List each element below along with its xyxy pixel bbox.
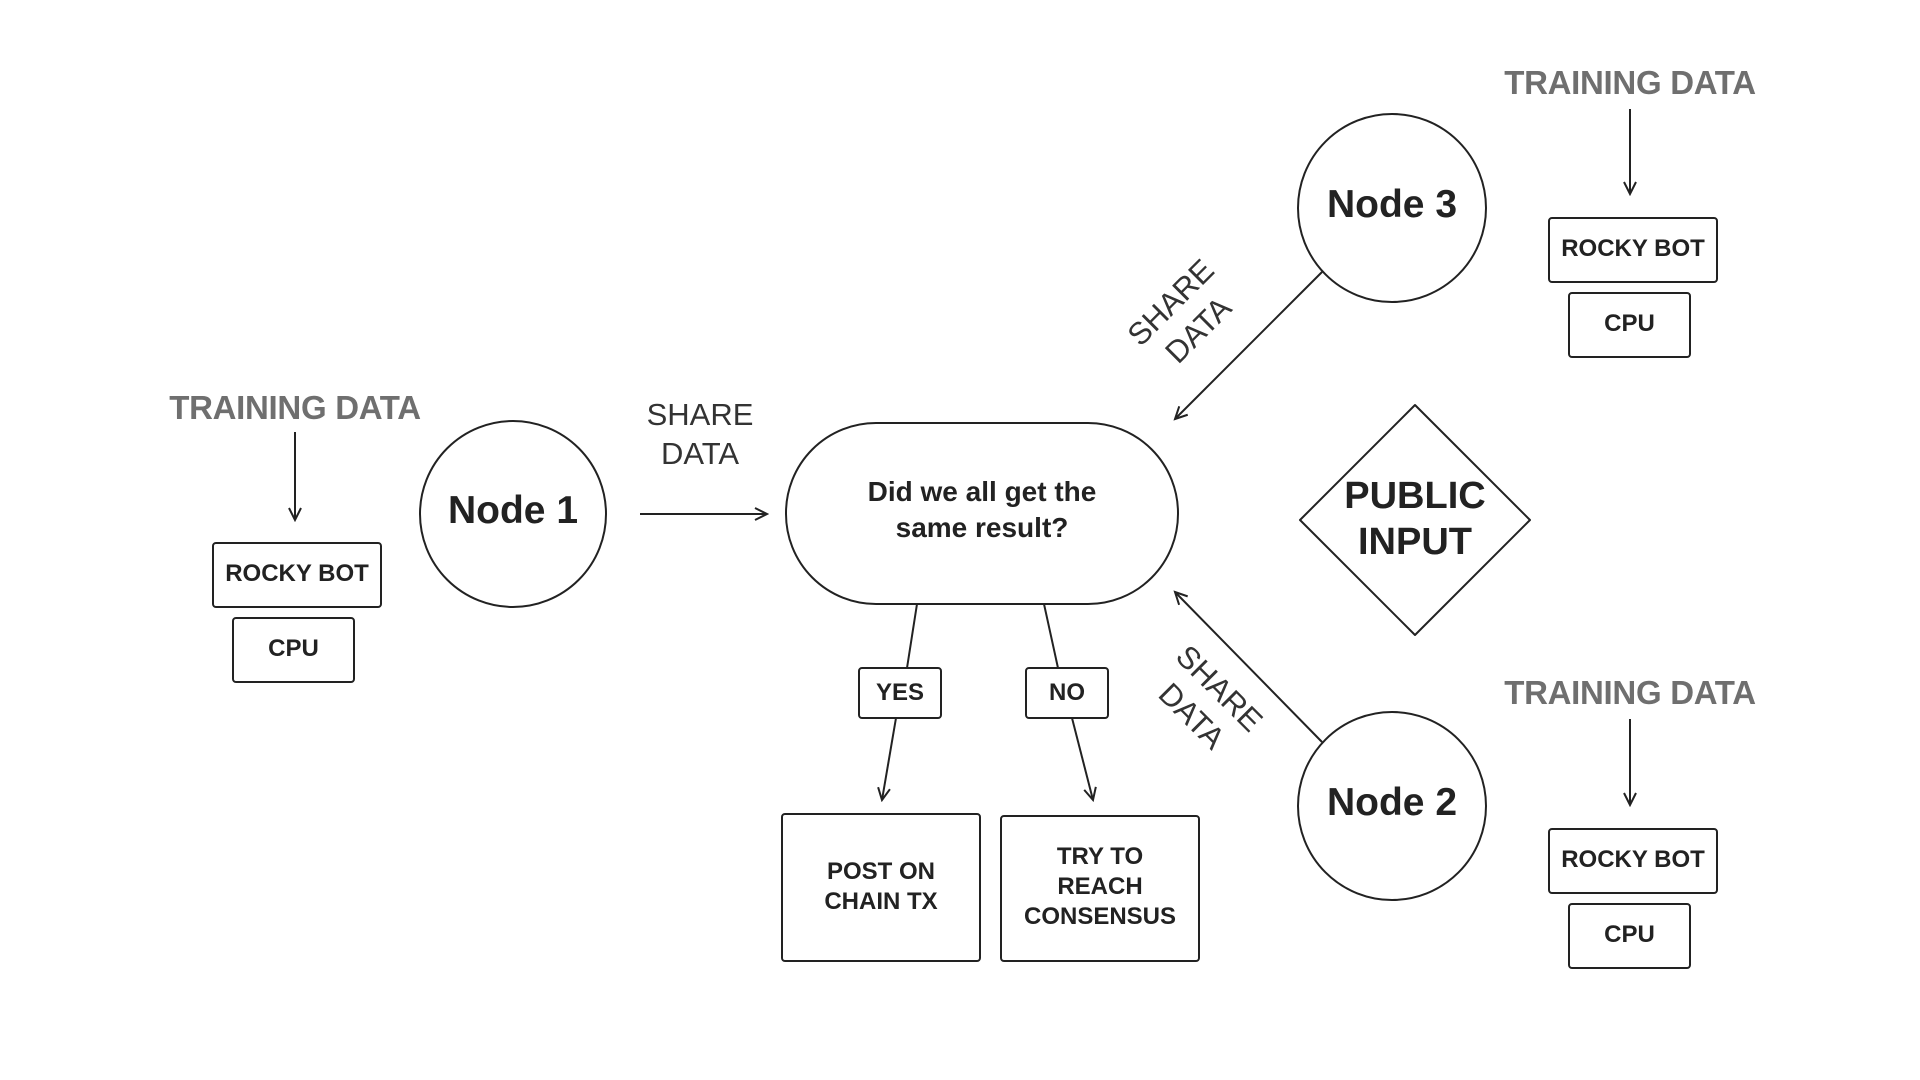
- training-data-label-1: TRAINING DATA: [169, 389, 421, 426]
- post-on-chain-box: [781, 813, 981, 962]
- public-input-diamond: [1299, 404, 1531, 636]
- cpu-box-3: [1568, 292, 1691, 358]
- arrow-node3-to-decision: [1175, 271, 1323, 419]
- node-1-circle: [419, 420, 607, 608]
- rockybot-box-1: [212, 542, 382, 608]
- post-on-chain-label: POST ON CHAIN TX: [782, 857, 980, 917]
- decision-question-line1: Did we all get the: [867, 476, 1097, 507]
- node-1-label: Node 1: [447, 489, 579, 532]
- decision-question: Did we all get the same result?: [786, 474, 1178, 547]
- rockybot-label-3: ROCKY BOT: [1561, 235, 1705, 262]
- no-label: NO: [1049, 679, 1085, 706]
- share-data-label-1: SHARE DATA: [620, 396, 780, 474]
- rockybot-box-3: [1548, 217, 1718, 283]
- cpu-label-3: CPU: [1604, 310, 1655, 337]
- node-3-circle: [1297, 113, 1487, 303]
- public-input-label: PUBLIC INPUT: [1315, 474, 1515, 565]
- arrow-yes-to-post: [882, 717, 897, 800]
- consensus-label: TRY TO REACH CONSENSUS: [1001, 842, 1199, 932]
- node-2-label: Node 2: [1326, 781, 1458, 824]
- node-2-circle: [1297, 711, 1487, 901]
- consensus-line1: TRY TO: [1056, 843, 1144, 870]
- node-3-label: Node 3: [1326, 183, 1458, 226]
- consensus-box: [1000, 815, 1200, 962]
- cpu-label-2: CPU: [1604, 921, 1655, 948]
- share-data-label-1-line2: DATA: [660, 435, 740, 471]
- post-on-chain-line2: CHAIN TX: [824, 888, 938, 915]
- rockybot-box-2: [1548, 828, 1718, 894]
- arrow-no-to-consensus: [1071, 717, 1093, 800]
- arrow-node2-to-decision: [1175, 592, 1323, 743]
- cpu-box-2: [1568, 903, 1691, 969]
- no-box: [1025, 667, 1109, 719]
- consensus-line3: CONSENSUS: [1023, 903, 1177, 930]
- connector-decision-to-yes: [906, 603, 918, 669]
- consensus-line2: REACH: [1057, 873, 1143, 900]
- training-data-label-2: TRAINING DATA: [1504, 674, 1756, 711]
- yes-box: [858, 667, 942, 719]
- connector-decision-to-no: [1043, 603, 1059, 669]
- public-input-line1: PUBLIC: [1344, 475, 1486, 517]
- post-on-chain-line1: POST ON: [826, 858, 935, 885]
- rockybot-label-1: ROCKY BOT: [225, 560, 369, 587]
- decision-question-line2: same result?: [895, 512, 1069, 544]
- share-data-label-1-line1: SHARE: [646, 397, 754, 432]
- cpu-box-1: [232, 617, 355, 683]
- public-input-line2: INPUT: [1358, 520, 1472, 563]
- yes-label: YES: [875, 679, 925, 706]
- rockybot-label-2: ROCKY BOT: [1561, 846, 1705, 873]
- cpu-label-1: CPU: [268, 635, 319, 662]
- decision-shape: [785, 422, 1179, 605]
- training-data-label-3: TRAINING DATA: [1504, 64, 1756, 101]
